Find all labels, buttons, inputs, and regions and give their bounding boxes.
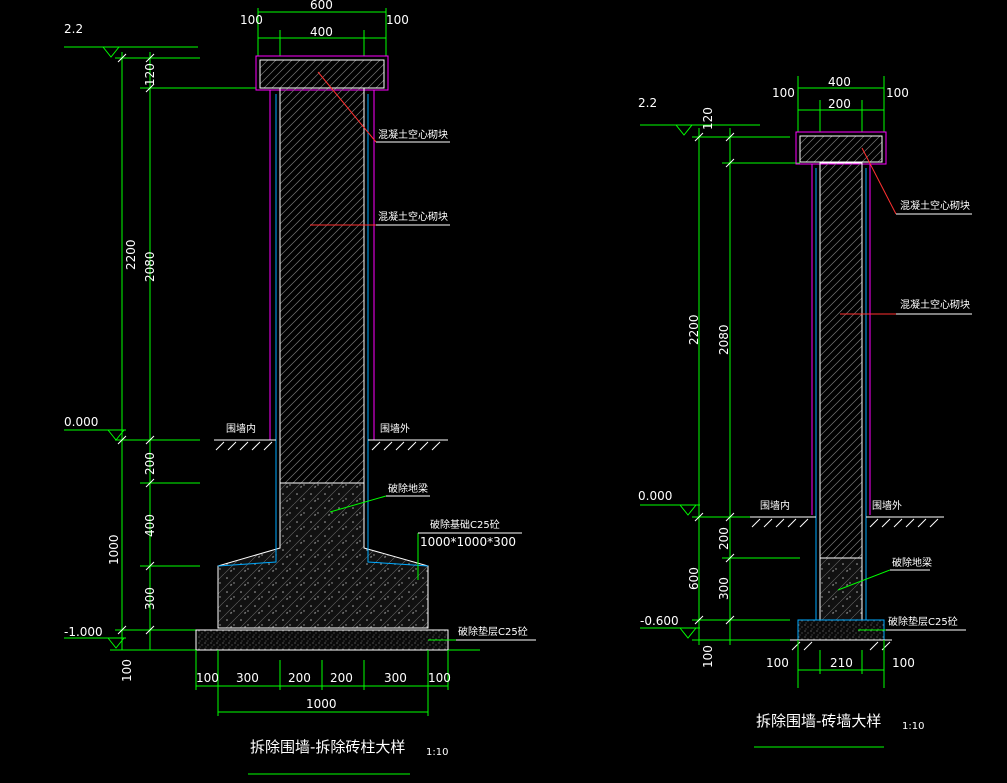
right-label-outside: 围墙外 — [872, 499, 902, 512]
left-bdim-total: 1000 — [306, 697, 337, 711]
left-label-foundation-2: 1000*1000*300 — [420, 535, 516, 549]
right-dim-2080: 2080 — [717, 324, 731, 355]
left-label-beam: 破除地梁 — [388, 482, 428, 495]
left-dim-100: 100 — [120, 659, 134, 682]
left-label-block-1: 混凝土空心砌块 — [378, 128, 448, 141]
right-bdim-1: 210 — [830, 656, 853, 670]
left-vertical-dims: 2200 120 2080 1000 200 400 300 100 — [107, 52, 480, 682]
left-label-outside: 围墙外 — [380, 422, 410, 435]
right-dim-600: 600 — [687, 567, 701, 590]
left-column-edges — [275, 94, 369, 440]
right-dim-120: 120 — [701, 107, 715, 130]
left-elev-top: 2.2 — [64, 22, 198, 58]
left-dim-top-600: 600 — [310, 0, 333, 12]
left-dim-top-400: 400 — [310, 25, 333, 39]
left-label-foundation-1: 破除基础C25砼 — [430, 518, 500, 531]
left-column-block — [279, 87, 365, 484]
right-elev-top-text: 2.2 — [638, 96, 657, 110]
right-elev-bottom: -0.600 — [640, 614, 700, 639]
right-scale: 1:10 — [902, 721, 924, 732]
left-dim-top-100b: 100 — [386, 13, 409, 27]
right-detail: 2.2 0.000 -0.600 2200 120 208 — [638, 75, 972, 748]
left-top-dims: 600 100 400 100 — [240, 0, 409, 56]
right-label-cushion: 破除垫层C25砼 — [888, 615, 958, 628]
right-wall-edges — [815, 168, 867, 620]
right-elev-top: 2.2 — [638, 96, 760, 136]
left-label-cushion: 破除垫层C25砼 — [458, 625, 528, 638]
left-bdim-0: 100 — [196, 671, 219, 685]
right-ground-beam — [819, 557, 863, 621]
left-foundation-edges — [217, 440, 429, 567]
right-bottom-dims: 100 210 100 — [766, 640, 915, 688]
left-bottom-dims: 100 300 200 200 300 100 1000 — [195, 650, 451, 716]
right-dim-300: 300 — [717, 577, 731, 600]
left-cushion — [195, 629, 449, 651]
left-bdim-1: 300 — [236, 671, 259, 685]
right-elev-zero-text: 0.000 — [638, 489, 672, 503]
right-dim-top-100a: 100 — [772, 86, 795, 100]
left-bdim-3: 200 — [330, 671, 353, 685]
right-top-dims: 400 100 200 100 — [772, 75, 909, 132]
left-dim-400: 400 — [143, 514, 157, 537]
right-dim-200: 200 — [717, 527, 731, 550]
right-label-block-2: 混凝土空心砌块 — [900, 298, 970, 311]
left-elev-zero: 0.000 — [64, 415, 126, 441]
left-ground: 围墙内 围墙外 — [214, 422, 448, 451]
left-bdim-4: 300 — [384, 671, 407, 685]
left-bdim-2: 200 — [288, 671, 311, 685]
right-ground: 围墙内 围墙外 — [750, 499, 944, 651]
left-title: 拆除围墙-拆除砖柱大样 — [250, 738, 405, 756]
right-dim-2200: 2200 — [687, 314, 701, 345]
left-cap-block — [259, 59, 385, 89]
left-leaders: 混凝土空心砌块 混凝土空心砌块 破除地梁 破除基础C25砼 1000*1000*… — [310, 71, 536, 641]
left-dim-2080: 2080 — [143, 251, 157, 282]
right-wall-outline — [811, 164, 871, 515]
right-title: 拆除围墙-砖墙大样 — [756, 712, 881, 730]
left-dim-200: 200 — [143, 452, 157, 475]
left-column-outline — [256, 89, 388, 440]
left-label-inside: 围墙内 — [226, 422, 256, 435]
right-label-inside: 围墙内 — [760, 499, 790, 512]
right-leaders: 混凝土空心砌块 混凝土空心砌块 破除地梁 破除垫层C25砼 — [837, 147, 972, 631]
left-dim-1000: 1000 — [107, 534, 121, 565]
right-dim-top-200: 200 — [828, 97, 851, 111]
right-bdim-0: 100 — [766, 656, 789, 670]
left-elev-top-text: 2.2 — [64, 22, 83, 36]
left-dim-2200: 2200 — [124, 239, 138, 270]
right-label-block-1: 混凝土空心砌块 — [900, 199, 970, 212]
right-elev-zero: 0.000 — [638, 489, 700, 516]
left-detail: 2.2 0.000 -1.000 2200 120 — [64, 0, 536, 775]
right-wall-block — [819, 162, 863, 559]
left-dim-top-100a: 100 — [240, 13, 263, 27]
right-dim-top-100b: 100 — [886, 86, 909, 100]
left-dim-300: 300 — [143, 587, 157, 610]
left-foundation — [217, 482, 429, 629]
left-label-block-2: 混凝土空心砌块 — [378, 210, 448, 223]
right-vertical-dims: 2200 120 2080 600 200 300 100 — [687, 107, 800, 668]
right-cap-block — [799, 135, 883, 163]
right-label-beam: 破除地梁 — [892, 556, 932, 569]
left-elev-bottom-text: -1.000 — [64, 625, 103, 639]
left-dim-120: 120 — [143, 63, 157, 86]
left-bdim-5: 100 — [428, 671, 451, 685]
left-elev-zero-text: 0.000 — [64, 415, 98, 429]
right-dim-top-400: 400 — [828, 75, 851, 89]
right-elev-bottom-text: -0.600 — [640, 614, 679, 628]
left-scale: 1:10 — [426, 747, 448, 758]
left-elev-bottom: -1.000 — [64, 625, 126, 649]
right-bdim-2: 100 — [892, 656, 915, 670]
right-dim-100: 100 — [701, 645, 715, 668]
